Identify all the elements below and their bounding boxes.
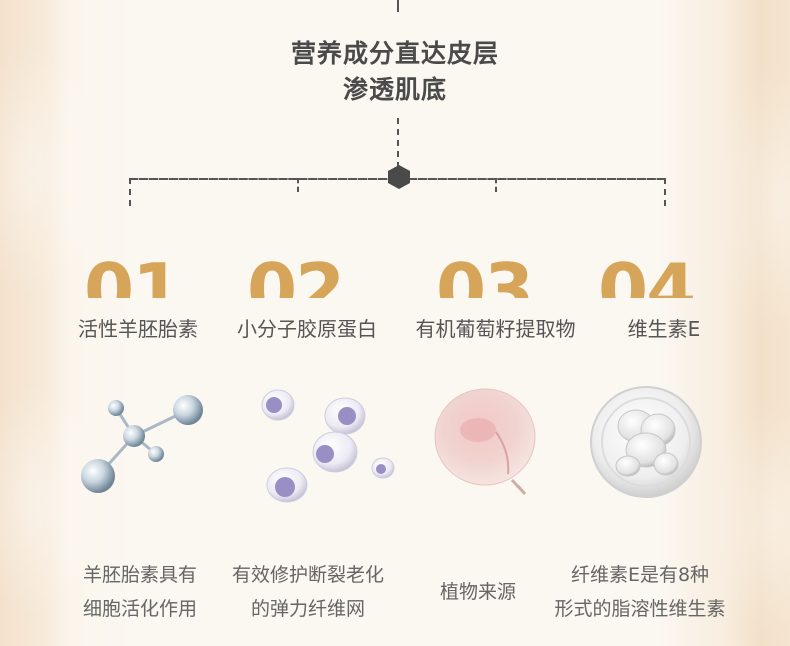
description-3-line-1: 植物来源 (439, 581, 516, 603)
connector-line-top (397, 0, 399, 12)
description-2-line-2: 的弹力纤维网 (250, 598, 365, 620)
heading-line-2: 渗透肌底 (342, 75, 447, 104)
description-4-line-1: 纤维素E是有8种 (570, 564, 710, 586)
ingredient-name-4: 维生素E (627, 317, 701, 341)
background-swirl (0, 380, 100, 620)
number-02: 02 (247, 258, 357, 298)
description-2: 有效修护断裂老化 的弹力纤维网 (218, 558, 398, 626)
description-1: 羊胚胎素具有 细胞活化作用 (60, 558, 220, 626)
number-03: 03 (436, 258, 546, 298)
molecule-icon (81, 395, 203, 493)
description-2-line-1: 有效修护断裂老化 (231, 564, 384, 586)
embryo-cell-icon (590, 386, 702, 498)
ingredient-name-3: 有机葡萄籽提取物 (415, 317, 576, 341)
connector-drop-2 (297, 178, 299, 192)
number-01: 01 (84, 258, 184, 298)
connector-drop-3 (495, 178, 497, 192)
description-1-line-2: 细胞活化作用 (82, 598, 197, 620)
connector-drop-1 (129, 178, 131, 206)
ingredient-name-1: 活性羊胚胎素 (78, 317, 198, 341)
number-04: 04 (598, 258, 708, 298)
hexagon-node-icon (388, 165, 410, 189)
connector-drop-4 (664, 178, 666, 206)
description-1-line-1: 羊胚胎素具有 (82, 564, 197, 586)
description-4: 纤维素E是有8种 形式的脂溶性维生素 (540, 558, 740, 626)
grape-seed-icon (434, 388, 536, 496)
heading-line-1: 营养成分直达皮层 (290, 39, 499, 68)
ingredient-name-2: 小分子胶原蛋白 (237, 317, 377, 341)
description-4-line-2: 形式的脂溶性维生素 (554, 598, 726, 620)
description-3: 植物来源 (418, 575, 538, 609)
connector-line-stem (397, 118, 399, 168)
cells-icon (261, 389, 395, 503)
